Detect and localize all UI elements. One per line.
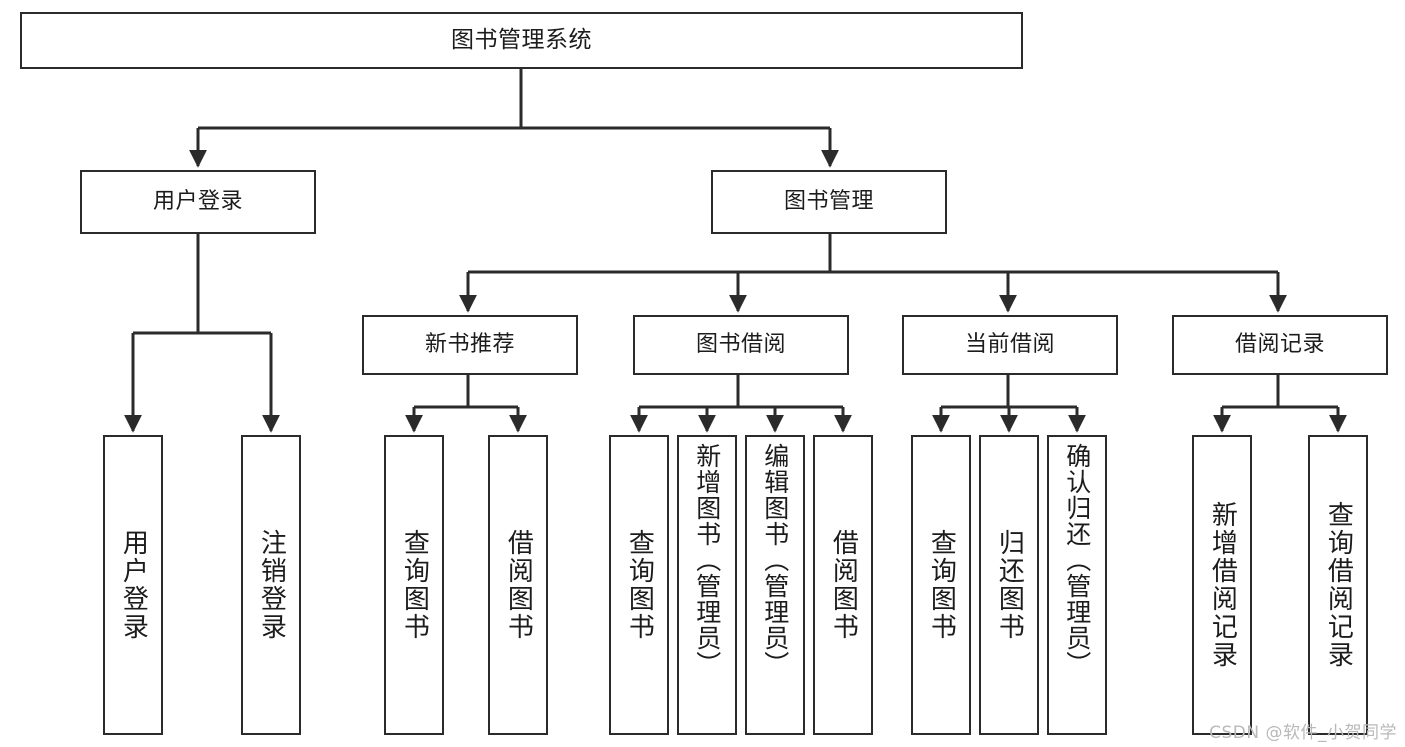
node-label: 查询图书 [399,529,430,641]
node-bb-borrow-book[interactable]: 借阅图书 [813,435,873,735]
node-nbr-query-book[interactable]: 查询图书 [384,435,444,735]
node-label: 图书管理系统 [451,26,592,53]
node-current-borrow[interactable]: 当前借阅 [902,315,1118,375]
node-label: 归还图书 [994,529,1025,641]
node-user-logout[interactable]: 注销登录 [241,435,301,735]
node-label: 查询图书 [624,529,655,641]
node-bb-query-book[interactable]: 查询图书 [609,435,669,735]
node-book-management[interactable]: 图书管理 [711,170,947,234]
node-label: 图书管理 [783,188,874,214]
node-borrow-record[interactable]: 借阅记录 [1172,315,1388,375]
node-cb-confirm-return[interactable]: 确认归还（管理员） [1047,435,1107,735]
node-label: 用户登录 [118,529,149,641]
node-label: 借阅记录 [1234,331,1325,357]
node-book-borrow[interactable]: 图书借阅 [633,315,849,375]
node-cb-query-book[interactable]: 查询图书 [911,435,971,735]
node-br-add-record[interactable]: 新增借阅记录 [1192,435,1252,735]
node-br-query-record[interactable]: 查询借阅记录 [1308,435,1368,735]
node-label: 当前借阅 [964,331,1055,357]
node-label: 借阅图书 [503,529,534,641]
node-bb-edit-book[interactable]: 编辑图书（管理员） [745,435,805,735]
node-label: 注销登录 [256,529,287,641]
watermark-text: CSDN @软件_小贺同学 [1209,723,1397,743]
node-new-book-recommend[interactable]: 新书推荐 [362,315,578,375]
node-label: 用户登录 [152,188,243,214]
node-bb-add-book[interactable]: 新增图书（管理员） [677,435,737,735]
node-label: 借阅图书 [828,529,859,641]
node-label: 图书借阅 [695,331,786,357]
node-label: 新增图书（管理员） [692,443,722,677]
node-label: 新书推荐 [424,331,515,357]
node-root-system[interactable]: 图书管理系统 [20,12,1023,69]
node-cb-return-book[interactable]: 归还图书 [979,435,1039,735]
node-nbr-borrow-book[interactable]: 借阅图书 [488,435,548,735]
node-label: 确认归还（管理员） [1062,443,1092,677]
node-user-login[interactable]: 用户登录 [80,170,316,234]
node-label: 查询图书 [926,529,957,641]
node-label: 编辑图书（管理员） [760,443,790,677]
node-label: 查询借阅记录 [1323,501,1354,669]
node-label: 新增借阅记录 [1207,501,1238,669]
node-user-login-do[interactable]: 用户登录 [103,435,163,735]
